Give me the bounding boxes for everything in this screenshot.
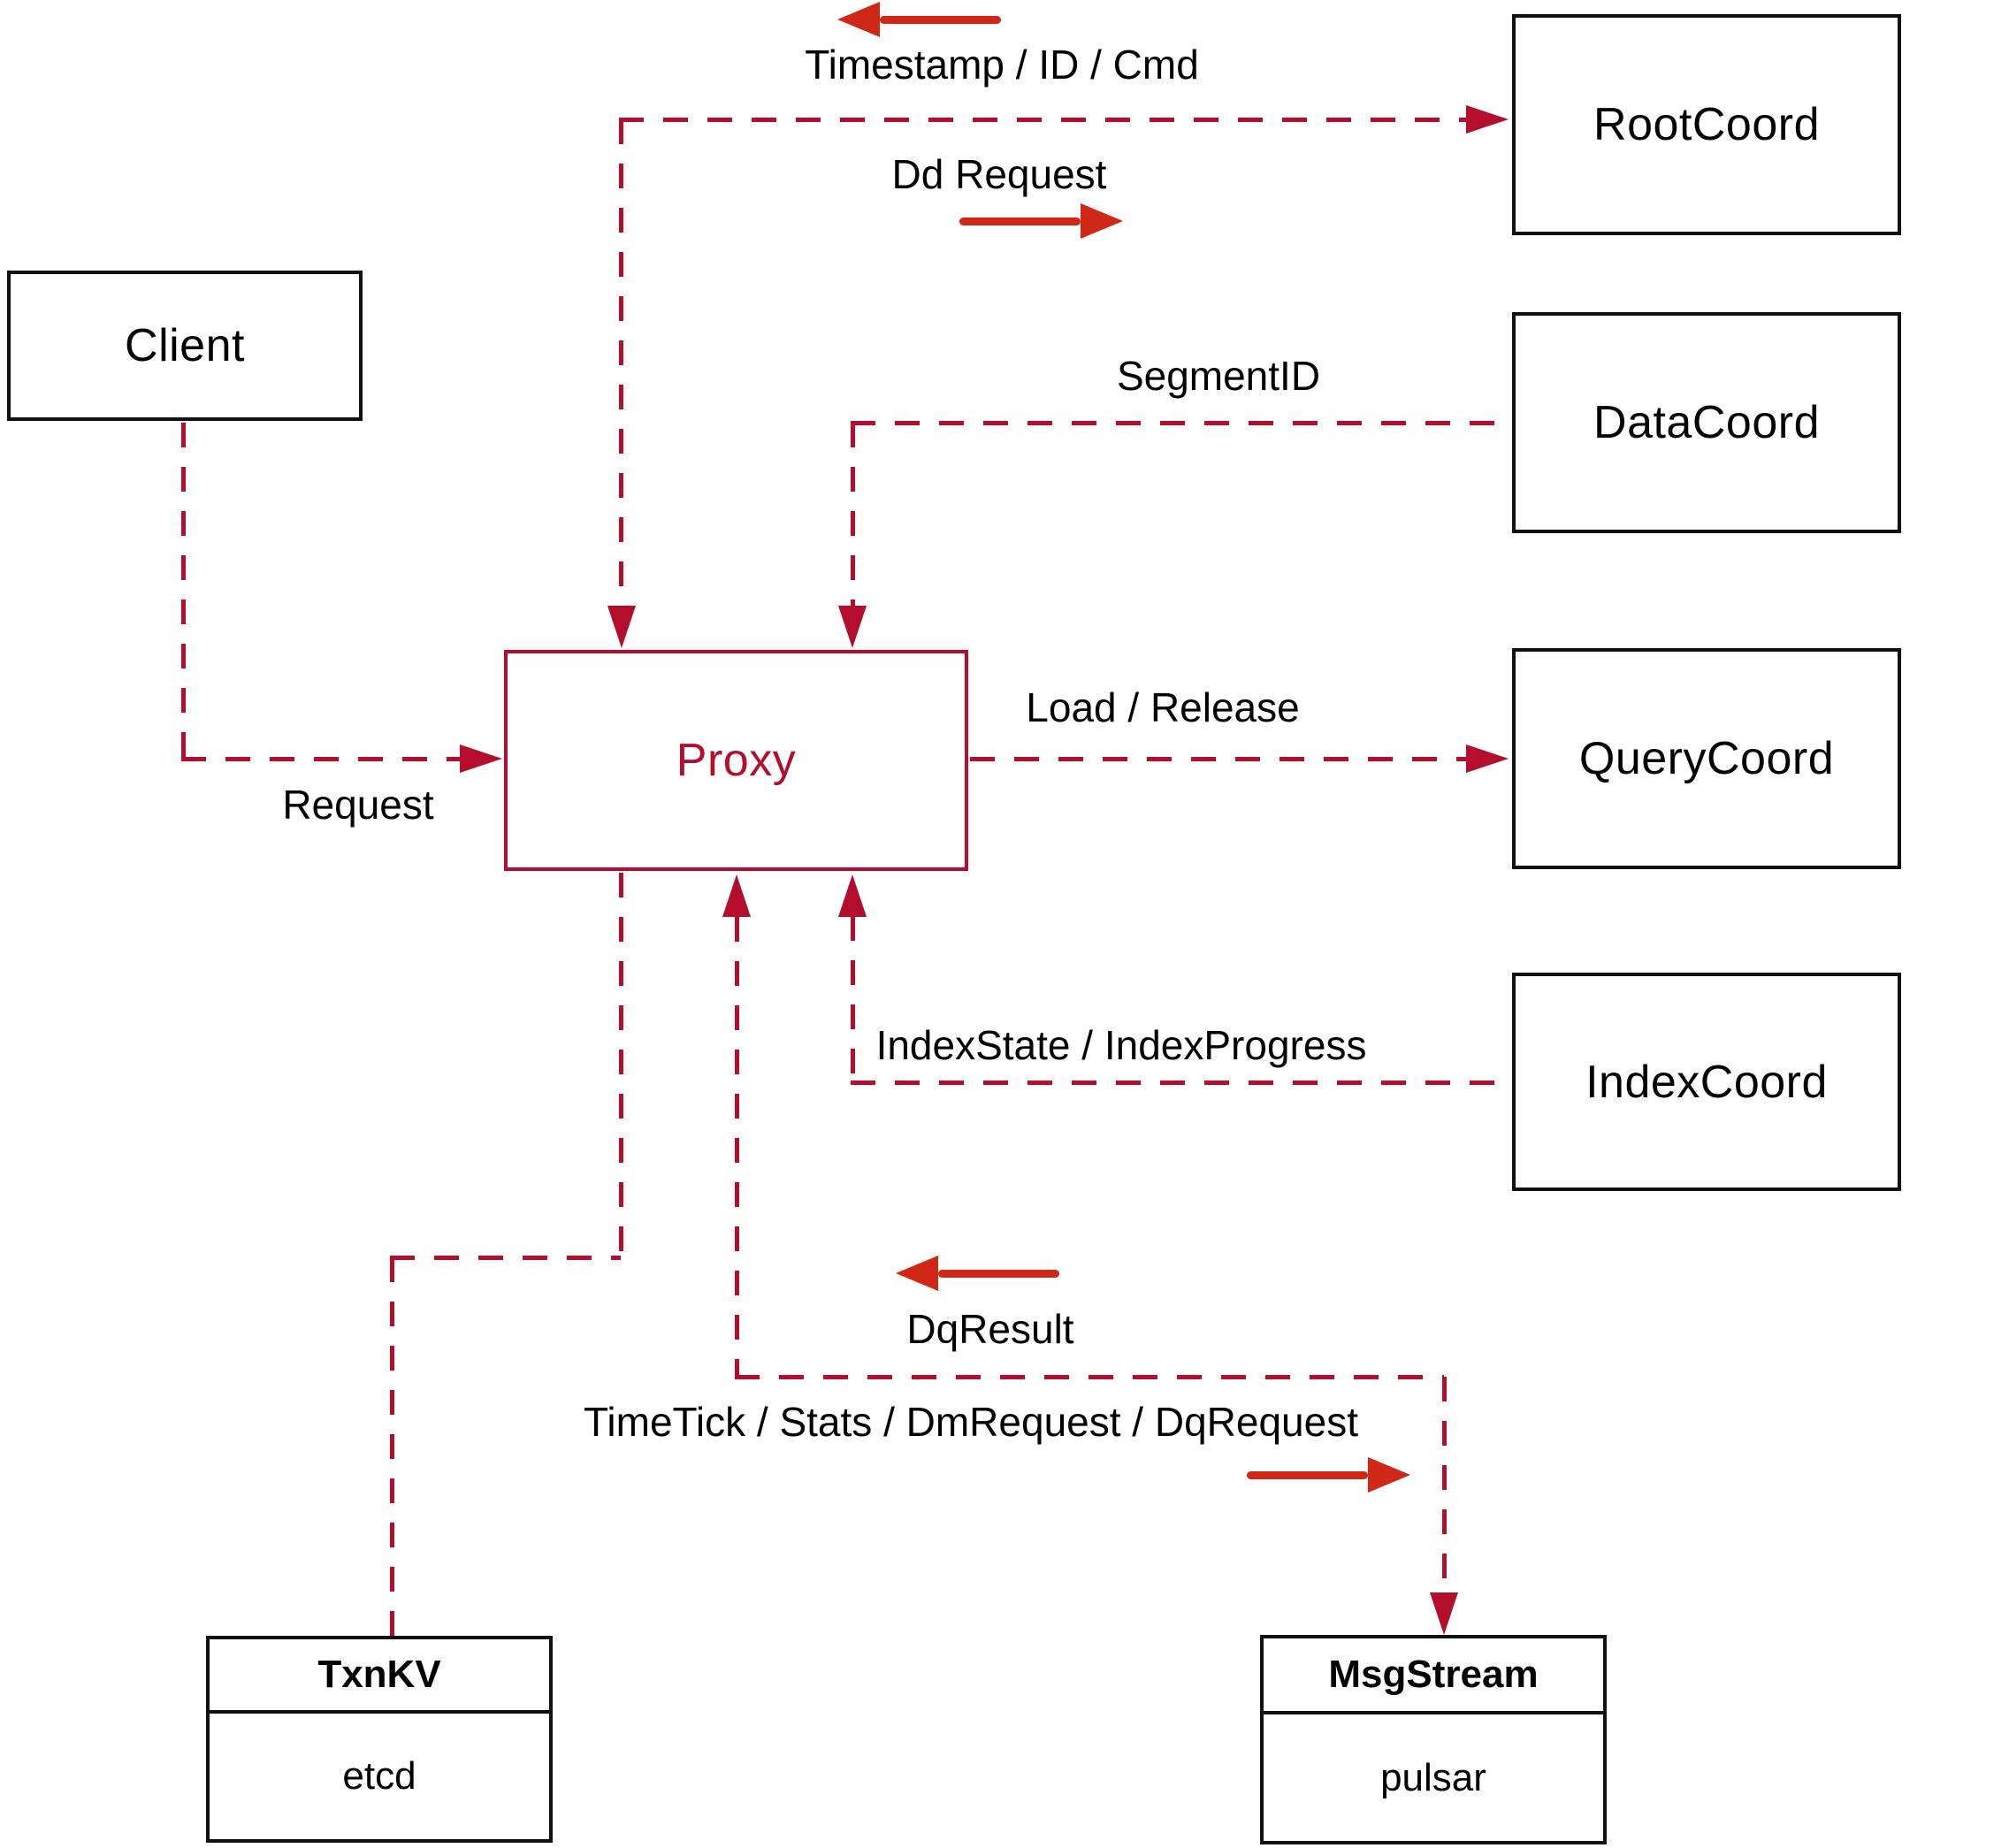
edge-load-release-horizontal [970,757,1466,761]
edge-request-vertical [181,423,186,759]
node-txnkv-impl: etcd [210,1714,549,1839]
edge-msgstream-vertical-left [735,917,739,1377]
edge-txnkv-vertical-top [619,873,623,1257]
node-querycoord-label: QueryCoord [1578,733,1835,784]
node-msgstream-title-text: MsgStream [1328,1653,1539,1696]
edge-txnkv-horizontal [390,1256,621,1260]
edge-rootcoord-horizontal [619,118,1466,122]
direction-arrow-right-timetick-icon [1247,1457,1410,1493]
edge-msgstream-horizontal [735,1375,1444,1379]
edge-rootcoord-vertical [619,119,623,606]
arrowhead-into-proxy-left-icon [460,745,502,773]
direction-arrow-left-timestamp-icon [837,2,1001,37]
arrowhead-into-proxy-bottom-right-icon [838,874,867,917]
edge-segmentid-horizontal [851,421,1512,425]
node-indexcoord: IndexCoord [1512,973,1901,1191]
node-rootcoord-label: RootCoord [1593,99,1820,150]
arrowhead-into-rootcoord-icon [1466,105,1509,134]
edge-label-segmentid: SegmentID [1116,353,1321,399]
node-indexcoord-label: IndexCoord [1585,1056,1828,1108]
edge-txnkv-vertical-bottom [390,1257,394,1636]
direction-arrow-left-dqresult-icon [896,1256,1059,1291]
node-client: Client [7,271,363,421]
node-msgstream-impl-text: pulsar [1380,1755,1486,1799]
arrow-tip [1368,1457,1410,1493]
arrow-shaft [938,1269,1059,1278]
node-txnkv-title-text: TxnKV [317,1653,441,1696]
edge-indexstate-horizontal [851,1081,1512,1085]
arrowhead-into-proxy-top-left-icon [607,606,636,648]
arrowhead-into-msgstream-icon [1430,1592,1458,1635]
node-client-label: Client [125,320,245,371]
edge-label-request: Request [282,782,434,828]
edge-label-timestamp: Timestamp / ID / Cmd [805,42,1199,88]
arrow-tip [896,1256,938,1291]
node-txnkv-impl-text: etcd [342,1754,416,1798]
node-rootcoord: RootCoord [1512,14,1901,235]
node-txnkv-title: TxnKV [210,1639,549,1714]
edge-indexstate-vertical [851,916,855,1081]
edge-label-dqresult: DqResult [906,1306,1074,1352]
node-msgstream: MsgStream pulsar [1260,1635,1607,1844]
node-proxy: Proxy [504,650,968,871]
node-querycoord: QueryCoord [1512,648,1901,869]
node-msgstream-title: MsgStream [1264,1638,1603,1714]
edge-label-load-release: Load / Release [1026,684,1300,730]
arrow-shaft [880,15,1001,24]
edge-label-dd-request: Dd Request [891,151,1107,197]
node-proxy-label: Proxy [676,735,797,786]
edge-label-indexstate: IndexState / IndexProgress [875,1022,1367,1068]
edge-segmentid-vertical [851,423,855,606]
arrow-shaft [959,217,1081,225]
node-txnkv: TxnKV etcd [206,1636,553,1843]
arrowhead-into-querycoord-icon [1466,745,1509,773]
arrow-tip [837,2,880,37]
arrow-tip [1081,203,1123,239]
node-datacoord: DataCoord [1512,312,1901,533]
edge-label-timetick: TimeTick / Stats / DmRequest / DqRequest [584,1399,1358,1445]
node-datacoord-label: DataCoord [1593,397,1820,448]
edge-request-horizontal [181,757,462,761]
arrow-shaft [1247,1470,1368,1479]
direction-arrow-right-ddrequest-icon [959,203,1123,239]
arrowhead-into-proxy-top-right-icon [838,606,867,648]
node-msgstream-impl: pulsar [1264,1714,1603,1841]
arrowhead-into-proxy-bottom-middle-icon [722,874,751,917]
edge-msgstream-vertical-right [1442,1377,1447,1592]
